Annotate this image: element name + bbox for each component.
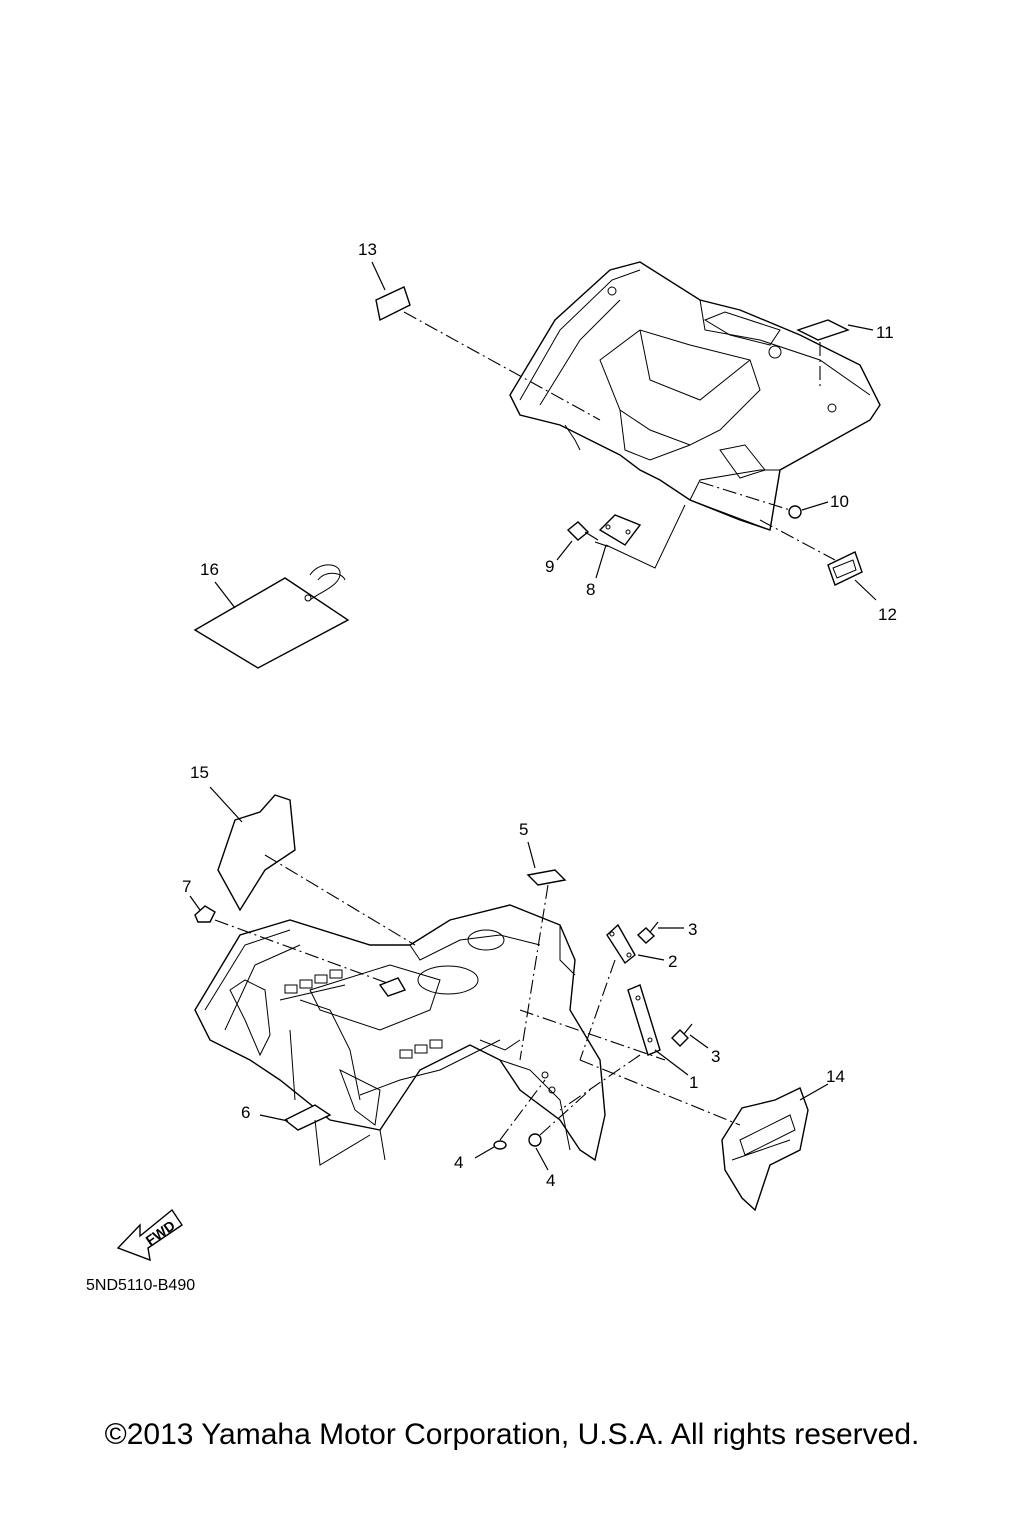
callout-9: 9 bbox=[545, 557, 554, 576]
callout-3-upper: 3 bbox=[688, 920, 697, 939]
callout-4-left: 4 bbox=[454, 1153, 463, 1172]
callout-6: 6 bbox=[241, 1103, 250, 1122]
part-14-emblem bbox=[721, 1087, 809, 1212]
diagram-code: 5ND5110-B490 bbox=[86, 1277, 195, 1294]
callout-4-right: 4 bbox=[546, 1171, 555, 1190]
copyright-notice: ©2013 Yamaha Motor Corporation, U.S.A. A… bbox=[104, 1418, 920, 1451]
callout-8: 8 bbox=[586, 580, 595, 599]
part-7-emblem bbox=[194, 905, 216, 923]
fwd-arrow-icon: FWD bbox=[116, 1208, 183, 1262]
callout-16: 16 bbox=[200, 560, 219, 579]
part-9-bolt bbox=[566, 521, 590, 541]
part-11-decal bbox=[796, 319, 850, 341]
part-8-plate bbox=[598, 514, 642, 546]
part-2-plate bbox=[606, 923, 636, 965]
part-5-decal bbox=[526, 869, 567, 886]
part-6-decal bbox=[283, 1104, 332, 1131]
callout-10: 10 bbox=[830, 492, 849, 511]
callout-15: 15 bbox=[190, 763, 209, 782]
part-4-washer-left bbox=[493, 1140, 507, 1150]
callout-3-lower: 3 bbox=[711, 1047, 720, 1066]
callout-11: 11 bbox=[876, 323, 894, 342]
callout-12: 12 bbox=[878, 605, 897, 624]
callout-14: 14 bbox=[826, 1067, 845, 1086]
callout-1: 1 bbox=[689, 1073, 698, 1092]
callout-5: 5 bbox=[519, 820, 528, 839]
callout-7: 7 bbox=[182, 877, 191, 896]
part-16-manual bbox=[193, 564, 350, 669]
callout-2: 2 bbox=[668, 952, 677, 971]
part-3-bolt-upper bbox=[636, 927, 656, 944]
part-13-decal bbox=[375, 286, 411, 322]
part-1-plate bbox=[627, 984, 661, 1056]
part-4-washer-right bbox=[528, 1133, 542, 1147]
front-fender bbox=[194, 904, 606, 1162]
rear-fender bbox=[509, 261, 881, 531]
part-10-washer bbox=[788, 505, 802, 519]
part-15-decal bbox=[217, 794, 296, 912]
callout-13: 13 bbox=[358, 240, 377, 259]
